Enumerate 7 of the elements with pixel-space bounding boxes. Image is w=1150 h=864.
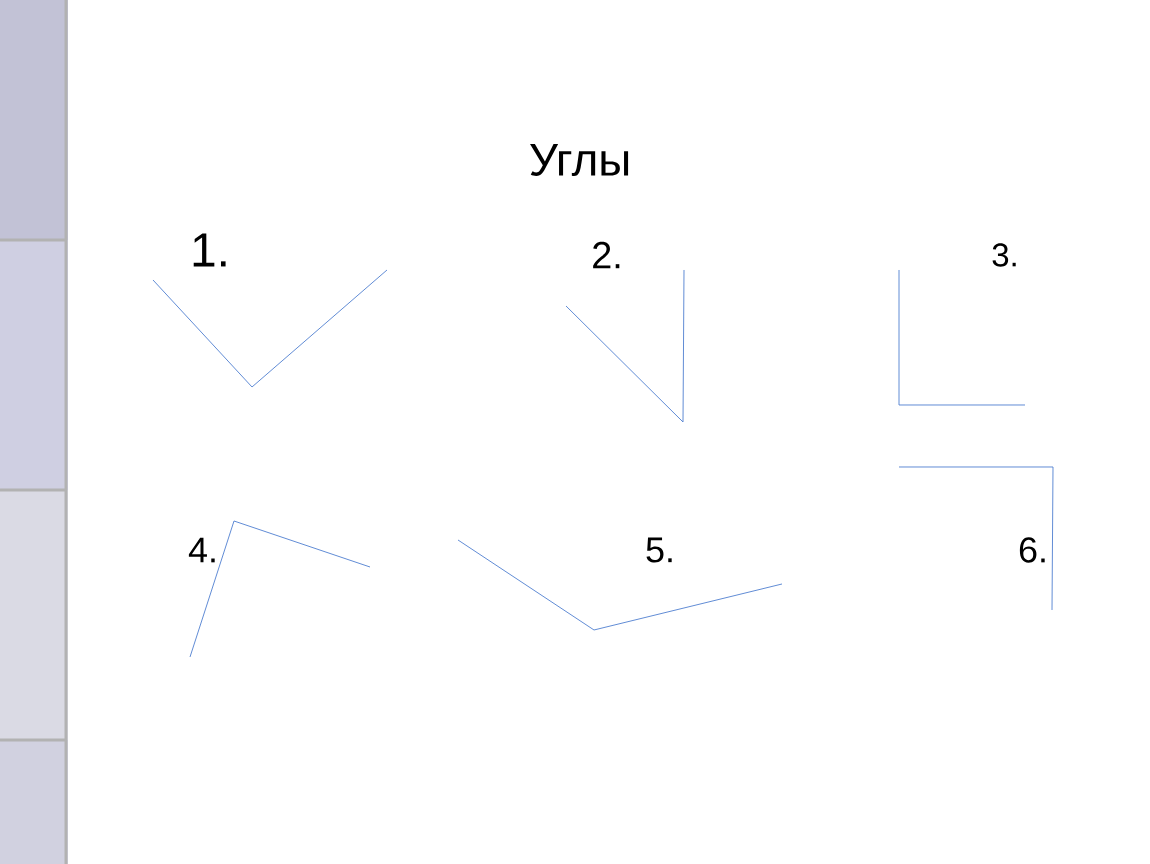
- title: Углы: [530, 144, 629, 176]
- angle-number: 3.: [992, 243, 1016, 267]
- angle-number: 2.: [593, 241, 620, 269]
- angle-number: 4.: [188, 537, 215, 563]
- angle-number: 1.: [193, 233, 226, 267]
- angle-number: 6.: [1019, 537, 1045, 563]
- angle-number: 5.: [646, 537, 672, 563]
